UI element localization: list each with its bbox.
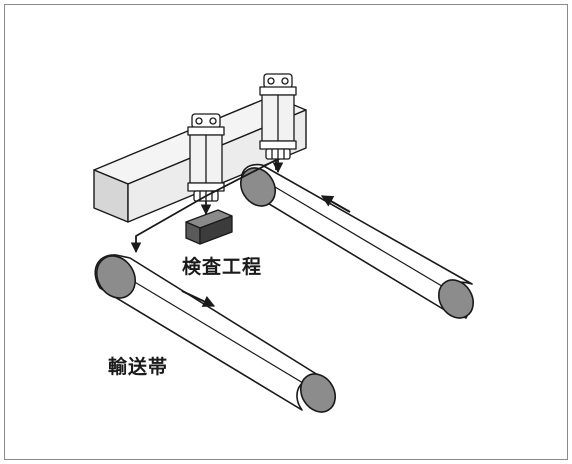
- inspection-box: [185, 209, 233, 245]
- belt-direction-arrow-front: [181, 290, 216, 307]
- cylinder-unit-left: [187, 113, 225, 202]
- conveyor-belt-back: [239, 163, 475, 319]
- transfer-path: [130, 159, 284, 254]
- inspection-process-label: 検査工程: [182, 256, 263, 278]
- conveyor-belt-front: [94, 254, 337, 413]
- belt-direction-arrow-back: [320, 195, 351, 213]
- conveyor-belt-label: 輸送帯: [108, 356, 169, 378]
- cylinder-unit-right: [259, 73, 297, 160]
